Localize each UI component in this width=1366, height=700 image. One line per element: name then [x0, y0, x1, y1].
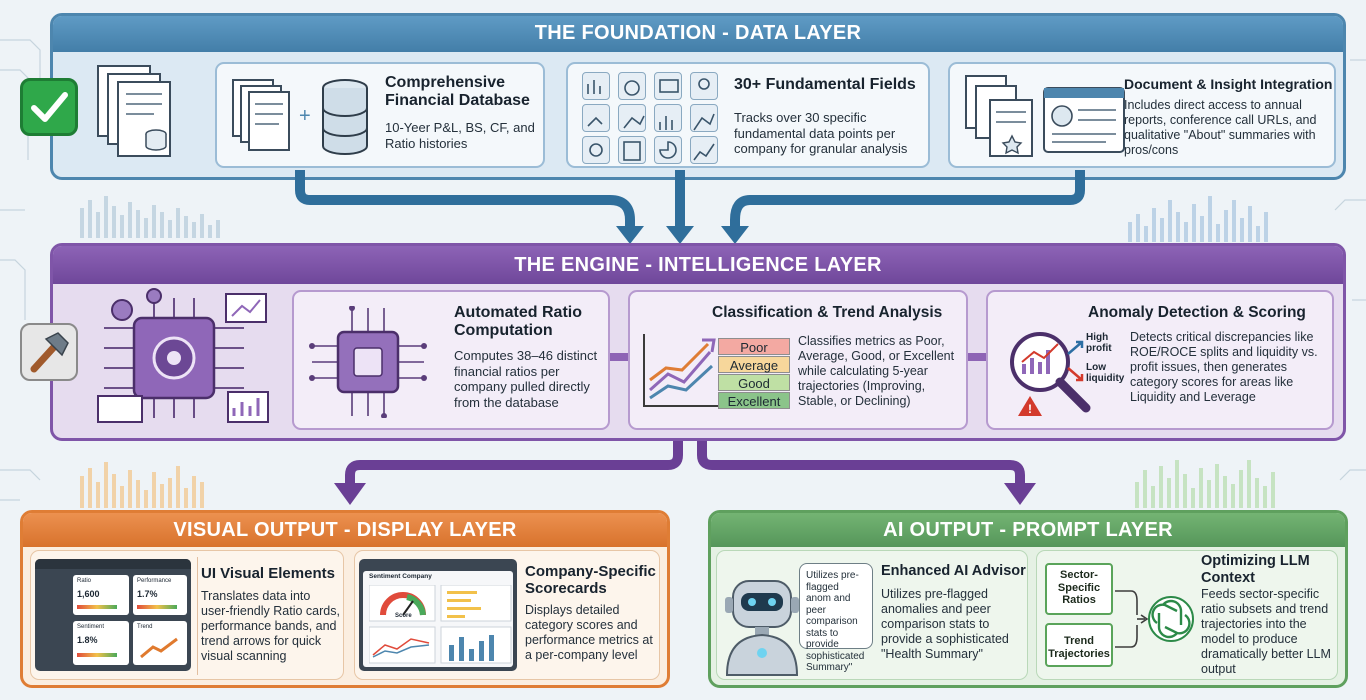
- sentiment-value: 1.8%: [77, 635, 98, 645]
- magnifier-chart-icon: !: [1010, 332, 1091, 416]
- scorecard-charts: [369, 585, 512, 664]
- ratio-tile: Ratio 1,600: [73, 575, 129, 615]
- decorative-bars-left: [80, 196, 220, 238]
- band-good: Good: [718, 374, 790, 391]
- svg-text:!: !: [1028, 402, 1032, 416]
- field-glyphs: [587, 78, 715, 161]
- card-desc: Computes 38–46 distinct financial ratios…: [454, 348, 598, 410]
- scorecards-card: Sentiment Company Score Company-Specific…: [354, 550, 660, 680]
- scorecard-title: Sentiment Company: [369, 573, 432, 580]
- warning-icon: [1018, 396, 1042, 416]
- card-title: Document & Insight Integration: [1124, 76, 1333, 92]
- band-average: Average: [718, 356, 790, 373]
- ai-layer-title: AI OUTPUT - PROMPT LAYER: [711, 513, 1345, 547]
- card-title: Anomaly Detection & Scoring: [1088, 304, 1306, 321]
- financial-database-card: + Comprehensive Financial Database 10-Ye…: [215, 62, 545, 168]
- ratio-value: 1,600: [77, 589, 100, 599]
- ratio-label: Ratio: [77, 578, 92, 584]
- decorative-bars-green: [1135, 460, 1275, 508]
- sentiment-tile: Sentiment 1.8%: [73, 621, 129, 665]
- llm-context-card: Sector-Specific Ratios Trend Trajectorie…: [1036, 550, 1338, 680]
- card-title: Automated Ratio Computation: [454, 304, 582, 340]
- gear-icon: [111, 299, 133, 321]
- card-desc: Feeds sector-specific ratio subsets and …: [1201, 587, 1331, 676]
- document-browser-icon: [965, 75, 1125, 157]
- hammer-badge: [20, 323, 78, 381]
- database-icon: +: [232, 79, 368, 155]
- card-title: UI Visual Elements: [201, 565, 335, 582]
- card-title: Classification & Trend Analysis: [712, 304, 943, 321]
- ui-visual-elements-card: Ratio 1,600 Performance 1.7% Sentiment 1…: [30, 550, 344, 680]
- decorative-bars-orange: [80, 462, 204, 508]
- trend-chart-icon: [643, 334, 724, 407]
- coins-icon: [582, 136, 610, 164]
- card-desc: Tracks over 30 specific fundamental data…: [734, 110, 908, 157]
- card-desc: Utilizes pre-flagged anomalies and peer …: [881, 587, 1009, 661]
- card-title: Optimizing LLM Context: [1201, 553, 1310, 586]
- checkmark-badge: [20, 78, 78, 136]
- gauge-label: Score: [395, 613, 412, 619]
- sector-ratios-tag: Sector-Specific Ratios: [1045, 563, 1113, 615]
- engine-layer-title: THE ENGINE - INTELLIGENCE LAYER: [53, 246, 1343, 284]
- card-title: Enhanced AI Advisor: [881, 563, 1026, 579]
- trend-arrow-icon: [140, 637, 178, 659]
- hammer-icon: [30, 332, 69, 373]
- performance-tile: Performance 1.7%: [133, 575, 187, 615]
- llm-knot-icon: [1115, 590, 1194, 648]
- document-integration-card: Document & Insight Integration Includes …: [948, 62, 1336, 168]
- trend-trajectories-tag: Trend Trajectories: [1045, 623, 1113, 667]
- card-desc: 10-Yeer P&L, BS, CF, and Ratio histories: [385, 120, 535, 151]
- checkmark-icon: [31, 92, 68, 122]
- document-stack-icon: [97, 65, 171, 157]
- chip-icon: [309, 306, 427, 418]
- card-desc: Includes direct access to annual reports…: [1124, 98, 1317, 157]
- card-desc: Translates data into user-friendly Ratio…: [201, 589, 340, 663]
- profit-liquidity-arrows: [1067, 340, 1084, 382]
- trend-tile: Trend: [133, 621, 187, 665]
- coin-hand-icon: [690, 72, 718, 100]
- growth-icon: [690, 104, 718, 132]
- data-to-engine-arrows: [295, 170, 1085, 244]
- classification-card: Classification & Trend Analysis Poor Ave…: [628, 290, 968, 430]
- fundamental-fields-card: 30+ Fundamental Fields Tracks over 30 sp…: [566, 62, 930, 168]
- low-liquidity-tag: Low liquidity: [1086, 362, 1125, 384]
- decorative-bars-right: [1128, 196, 1268, 242]
- card-desc: Displays detailed category scores and pe…: [525, 603, 653, 662]
- connector: [968, 353, 986, 361]
- chart-icon: [582, 72, 610, 100]
- card-desc: Classifies metrics as Poor, Average, Goo…: [798, 334, 955, 408]
- card-title: Company-Specific Scorecards: [525, 563, 656, 598]
- gear-chip-decor: [97, 288, 269, 423]
- engine-to-output-arrows: [334, 441, 1036, 505]
- dashboard-mock: Ratio 1,600 Performance 1.7% Sentiment 1…: [35, 559, 191, 671]
- svg-text:+: +: [299, 105, 311, 127]
- ai-advisor-card: Utilizes pre-flagged anom and peer compa…: [716, 550, 1028, 680]
- robot-icon: [725, 580, 799, 676]
- scorecard-mock: Sentiment Company Score: [359, 559, 517, 671]
- sentiment-label: Sentiment: [77, 624, 105, 630]
- perf-value: 1.7%: [137, 589, 158, 599]
- ratio-computation-card: Automated Ratio Computation Computes 38–…: [292, 290, 610, 430]
- card-title: Comprehensive Financial Database: [385, 74, 530, 110]
- high-profit-tag: High profit: [1086, 332, 1112, 354]
- anomaly-detection-card: Anomaly Detection & Scoring ! High profi…: [986, 290, 1334, 430]
- perf-label: Performance: [137, 578, 172, 584]
- card-desc: Detects critical discrepancies like ROE/…: [1130, 330, 1318, 404]
- band-excellent: Excellent: [718, 392, 790, 409]
- visual-layer-title: VISUAL OUTPUT - DISPLAY LAYER: [23, 513, 667, 547]
- bar-chart-icon: [654, 104, 682, 132]
- advisor-speech-bubble: Utilizes pre-flagged anom and peer compa…: [799, 563, 873, 673]
- connector: [610, 353, 628, 361]
- trend-label: Trend: [137, 624, 153, 630]
- data-layer-title: THE FOUNDATION - DATA LAYER: [53, 16, 1343, 52]
- pie-chart-icon: [654, 136, 682, 164]
- card-title: 30+ Fundamental Fields: [734, 76, 916, 93]
- band-poor: Poor: [718, 338, 790, 355]
